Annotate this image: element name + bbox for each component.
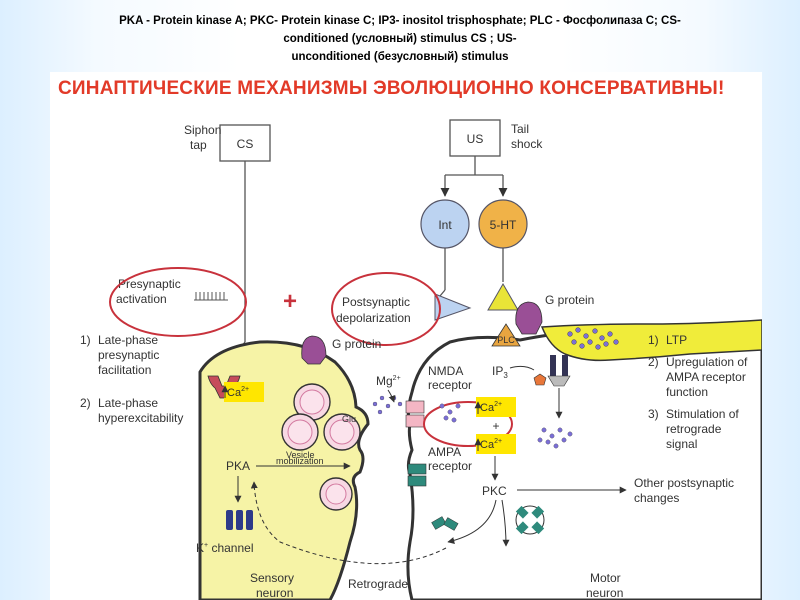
nmda-glutamate-dots [439, 403, 461, 423]
retrograde-label: Retrograde [348, 577, 408, 591]
us-label: US [467, 132, 484, 146]
svg-text:Ca2+: Ca2+ [480, 401, 502, 414]
diagram-panel: СИНАПТИЧЕСКИЕ МЕХАНИЗМЫ ЭВОЛЮЦИОННО КОНС… [50, 72, 762, 600]
left-list-1-line2: presynaptic [98, 348, 159, 362]
right-list-1-line1: LTP [666, 333, 687, 347]
motor-neuron-label-2: neuron [586, 586, 623, 600]
other-changes-label-1: Other postsynaptic [634, 476, 734, 490]
postsyn-highlight-ellipse [331, 272, 441, 346]
left-list-1-line3: facilitation [98, 363, 151, 377]
released-calcium-dots [537, 427, 573, 449]
mg-label: Mg2+ [376, 374, 401, 388]
nmda-receptor-icon [405, 400, 425, 428]
k-channel-label: K+ channel [196, 541, 253, 555]
5ht-label: 5-HT [490, 218, 517, 232]
left-list-2-line2: hyperexcitability [98, 411, 183, 425]
caption: PKA - Protein kinase A; PKC- Protein kin… [40, 12, 760, 66]
int-label: Int [438, 218, 452, 232]
5ht-terminal [487, 282, 519, 311]
cs-label: CS [237, 137, 254, 151]
ampa-label-1: AMPA [428, 445, 461, 459]
ca-box-ampa: Ca2+ [474, 434, 516, 454]
spike-train-icon [194, 292, 228, 301]
left-list-2-line1: Late-phase [98, 396, 158, 410]
synapse-diagram: CS Siphon tap US Tail shock Int 5-HT Pre… [80, 119, 762, 600]
nmda-highlight-ellipse [423, 401, 513, 447]
presyn-label-2: activation [116, 292, 167, 306]
plc-enzyme [491, 323, 521, 347]
sensory-neuron-label-2: neuron [256, 586, 293, 600]
ampa-vesicle-icon [515, 505, 545, 535]
ip3-subscript: 3 [503, 371, 508, 380]
right-list-2-line1: Upregulation of [666, 355, 748, 369]
ampa-receptor-cluster-1 [431, 516, 459, 531]
ca-plus: + [492, 419, 499, 433]
left-list-1-num: 1) [80, 333, 91, 347]
right-list-3-num: 3) [648, 407, 659, 421]
caption-line-3: unconditioned (безусловный) stimulus [291, 51, 509, 63]
caption-line-1: PKA - Protein kinase A; PKC- Protein kin… [119, 15, 681, 27]
pka-label: PKA [226, 459, 250, 473]
right-list-3-line1: Stimulation of [666, 407, 739, 421]
left-list-2-num: 2) [80, 396, 91, 410]
siphon-label-2: tap [190, 138, 207, 152]
pkc-label: PKC [482, 484, 507, 498]
presyn-highlight-ellipse [109, 267, 247, 337]
motor-neuron-label-1: Motor [590, 571, 621, 585]
retrograde-path [250, 481, 447, 565]
stored-calcium-dots [567, 327, 619, 350]
ampa-label-2: receptor [428, 459, 472, 473]
gprotein-left-label: G protein [332, 337, 381, 351]
g-protein-right-icon [515, 301, 543, 335]
postsyn-label-1: Postsynaptic [342, 295, 410, 309]
ip3-label: IP3 [492, 364, 508, 380]
right-list-2-num: 2) [648, 355, 659, 369]
right-list-2-line2: AMPA receptor [666, 370, 746, 384]
nmda-label-1: NMDA [428, 364, 463, 378]
slide-title: СИНАПТИЧЕСКИЕ МЕХАНИЗМЫ ЭВОЛЮЦИОННО КОНС… [58, 78, 725, 99]
plus-sign: + [283, 288, 297, 315]
postsyn-label-2: depolarization [336, 311, 411, 325]
tail-label-1: Tail [511, 122, 529, 136]
left-list-1-line1: Late-phase [98, 333, 158, 347]
synaptic-vesicles [281, 383, 361, 511]
right-list-3-line3: signal [666, 437, 697, 451]
vesicle-label-1: Vesicle [286, 450, 315, 460]
other-changes-label-2: changes [634, 491, 679, 505]
gprotein-right-label: G protein [545, 293, 594, 307]
presyn-label-1: Presynaptic [118, 277, 181, 291]
right-list-2-line3: function [666, 385, 708, 399]
tail-label-2: shock [511, 137, 543, 151]
ca-box-nmda: Ca2+ [474, 397, 516, 417]
glu-label: Glu [342, 414, 356, 424]
nmda-label-2: receptor [428, 378, 472, 392]
k-channel-icon [226, 510, 253, 530]
ca-box-presynaptic: Ca2+ [221, 382, 264, 402]
siphon-label-1: Siphon [184, 123, 221, 137]
int-terminal [434, 293, 472, 321]
right-list-1-num: 1) [648, 333, 659, 347]
caption-line-2: conditioned (условный) stimulus CS ; US- [283, 33, 517, 45]
vesicle-label-2: mobilization [276, 456, 324, 466]
plc-label: PLC [497, 335, 515, 345]
ampa-receptor-icon [407, 463, 427, 487]
cs-box [219, 124, 271, 162]
right-list-3-line2: retrograde [666, 422, 722, 436]
glutamate-dots [372, 395, 403, 415]
g-protein-left-icon [301, 335, 327, 365]
ip3-receptor-icon [547, 355, 571, 387]
svg-text:Ca2+: Ca2+ [227, 386, 249, 399]
svg-text:Ca2+: Ca2+ [480, 438, 502, 451]
sensory-neuron-label-1: Sensory [250, 571, 294, 585]
ip3-molecule [533, 373, 547, 386]
